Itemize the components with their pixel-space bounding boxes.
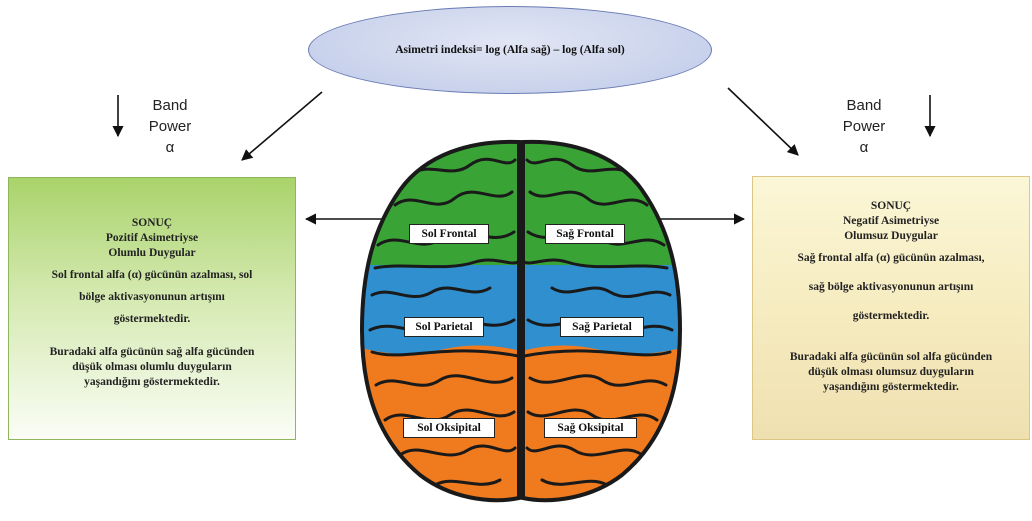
band-right-line2: Power bbox=[842, 118, 886, 135]
formula-text: Asimetri indeksi= log (Alfa sağ) – log (… bbox=[395, 44, 625, 56]
left-para1-line2: bölge aktivasyonunun artışını bbox=[79, 291, 225, 303]
left-title-emotion: Olumlu Duygular bbox=[108, 247, 196, 259]
right-para1-line3: göstermektedir. bbox=[852, 310, 930, 322]
band-left-line3: α bbox=[165, 139, 175, 156]
band-power-right: Band Power α bbox=[834, 95, 894, 158]
band-left-line2: Power bbox=[148, 118, 192, 135]
band-power-left: Band Power α bbox=[140, 95, 200, 158]
right-title-asymmetry: Negatif Asimetriyse bbox=[842, 215, 940, 227]
right-para2-line1: Buradaki alfa gücünün sol alfa gücünden bbox=[789, 351, 993, 363]
lobe-label-sol-parietal: Sol Parietal bbox=[404, 317, 484, 337]
right-para1-line2: sağ bölge aktivasyonunun artışını bbox=[808, 281, 974, 293]
lobe-label-sol-oksipital: Sol Oksipital bbox=[403, 418, 495, 438]
left-title-sonuc: SONUÇ bbox=[131, 217, 173, 229]
left-para1-line3: göstermektedir. bbox=[113, 313, 191, 325]
left-title-asymmetry: Pozitif Asimetriyse bbox=[105, 232, 199, 244]
band-left-line1: Band bbox=[152, 97, 188, 114]
right-para2-line2: düşük olması olumsuz duyguların bbox=[808, 366, 974, 378]
band-right-line1: Band bbox=[846, 97, 882, 114]
left-para2-line3: yaşandığını göstermektedir. bbox=[84, 376, 220, 388]
lobe-label-sol-frontal: Sol Frontal bbox=[409, 224, 489, 244]
result-box-positive: SONUÇ Pozitif Asimetriyse Olumlu Duygula… bbox=[8, 177, 296, 440]
result-box-negative: SONUÇ Negatif Asimetriyse Olumsuz Duygul… bbox=[752, 176, 1030, 440]
right-para2-line3: yaşandığını göstermektedir. bbox=[823, 381, 959, 393]
ellipse-right-arrow bbox=[727, 87, 799, 156]
band-right-line3: α bbox=[859, 139, 869, 156]
lobe-label-sag-frontal: Sağ Frontal bbox=[545, 224, 625, 244]
ellipse-left-arrow bbox=[241, 91, 323, 161]
right-title-sonuc: SONUÇ bbox=[870, 200, 912, 212]
lobe-label-sag-parietal: Sağ Parietal bbox=[560, 317, 644, 337]
right-title-emotion: Olumsuz Duygular bbox=[844, 230, 938, 242]
left-para2-line2: düşük olması olumlu duyguların bbox=[72, 361, 232, 373]
left-para2-line1: Buradaki alfa gücünün sağ alfa gücünden bbox=[49, 346, 255, 358]
right-hemisphere-outline bbox=[521, 139, 683, 503]
formula-ellipse: Asimetri indeksi= log (Alfa sağ) – log (… bbox=[308, 6, 712, 94]
left-hemisphere-outline bbox=[359, 139, 521, 503]
lobe-label-sag-oksipital: Sağ Oksipital bbox=[544, 418, 637, 438]
left-para1-line1: Sol frontal alfa (α) gücünün azalması, s… bbox=[51, 269, 253, 281]
right-para1-line1: Sağ frontal alfa (α) gücünün azalması, bbox=[797, 252, 985, 264]
